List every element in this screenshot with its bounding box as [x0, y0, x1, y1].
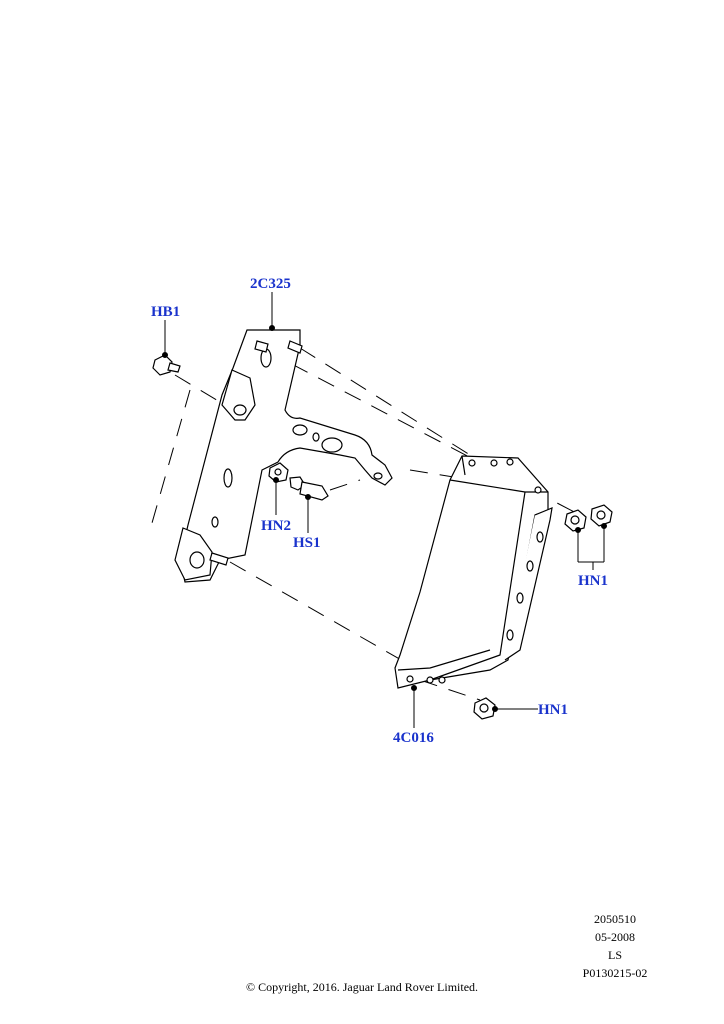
module-4c016 [394, 455, 553, 689]
callout-4c016: 4C016 [393, 730, 434, 746]
diagram-date: 05-2008 [595, 930, 635, 944]
diagram-code: 2050510 [594, 912, 636, 926]
callout-2c325: 2C325 [250, 276, 291, 292]
callout-hn1-pair: HN1 [578, 573, 608, 589]
copyright-notice: © Copyright, 2016. Jaguar Land Rover Lim… [245, 980, 479, 994]
diagram-part-ref: P0130215-02 [582, 966, 648, 980]
bracket-2c325 [174, 329, 393, 583]
callout-hs1: HS1 [293, 535, 321, 551]
stud-hs1-part [289, 476, 329, 501]
bolt-hb1-part [152, 354, 181, 376]
callout-hn1-single: HN1 [538, 702, 568, 718]
leader-lines [162, 292, 607, 728]
nut-hn2-part [268, 462, 289, 483]
nut-hn1-single-part [473, 697, 496, 720]
diagram-line: LS [607, 948, 622, 962]
callout-hn2: HN2 [261, 518, 291, 534]
callout-hb1: HB1 [151, 304, 180, 320]
diagram-reference-block: 2050510 05-2008 LS P0130215-02 [575, 910, 655, 982]
nut-hn1-pair-part [564, 504, 613, 532]
